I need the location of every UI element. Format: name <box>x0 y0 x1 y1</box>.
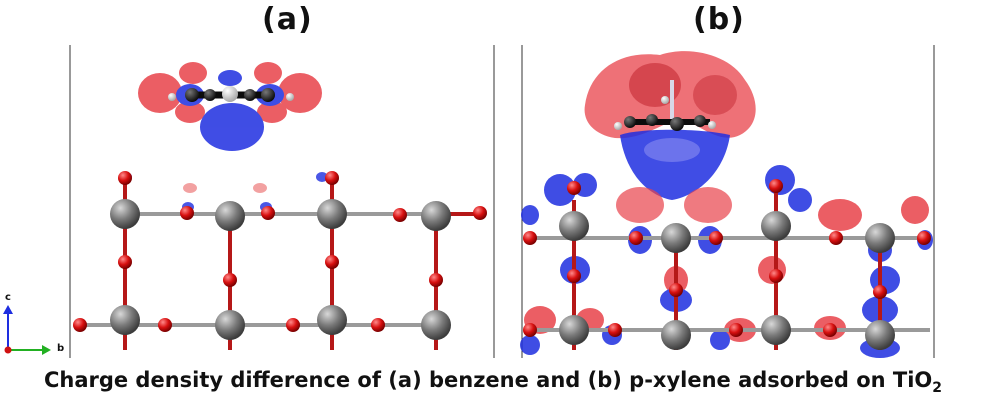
benzene-molecule <box>168 86 294 102</box>
panel-a-label: (a) <box>262 2 313 37</box>
figure-canvas <box>3 45 935 358</box>
b-axis-label: b <box>57 343 65 354</box>
xylene-charge-density <box>584 51 756 223</box>
caption-text: Charge density difference of (a) benzene… <box>43 368 933 392</box>
titanium-atoms-a <box>110 199 451 340</box>
figure-caption: Charge density difference of (a) benzene… <box>0 368 986 396</box>
cell-boundaries <box>69 45 935 358</box>
panel-b-structure <box>520 51 933 358</box>
axis-indicator <box>3 305 51 355</box>
tio2-bonds-a <box>80 178 480 350</box>
titanium-atoms-b <box>559 211 895 350</box>
axis-origin <box>4 346 12 354</box>
oxygen-atoms-a <box>73 171 487 332</box>
oxygen-atoms-b <box>523 179 931 337</box>
caption-subscript: 2 <box>932 380 943 397</box>
p-xylene-molecule <box>614 96 716 131</box>
benzene-charge-density <box>138 62 322 151</box>
c-axis-label: c <box>5 292 11 303</box>
panel-b-label: (b) <box>693 2 745 37</box>
panel-a-structure <box>73 62 487 350</box>
